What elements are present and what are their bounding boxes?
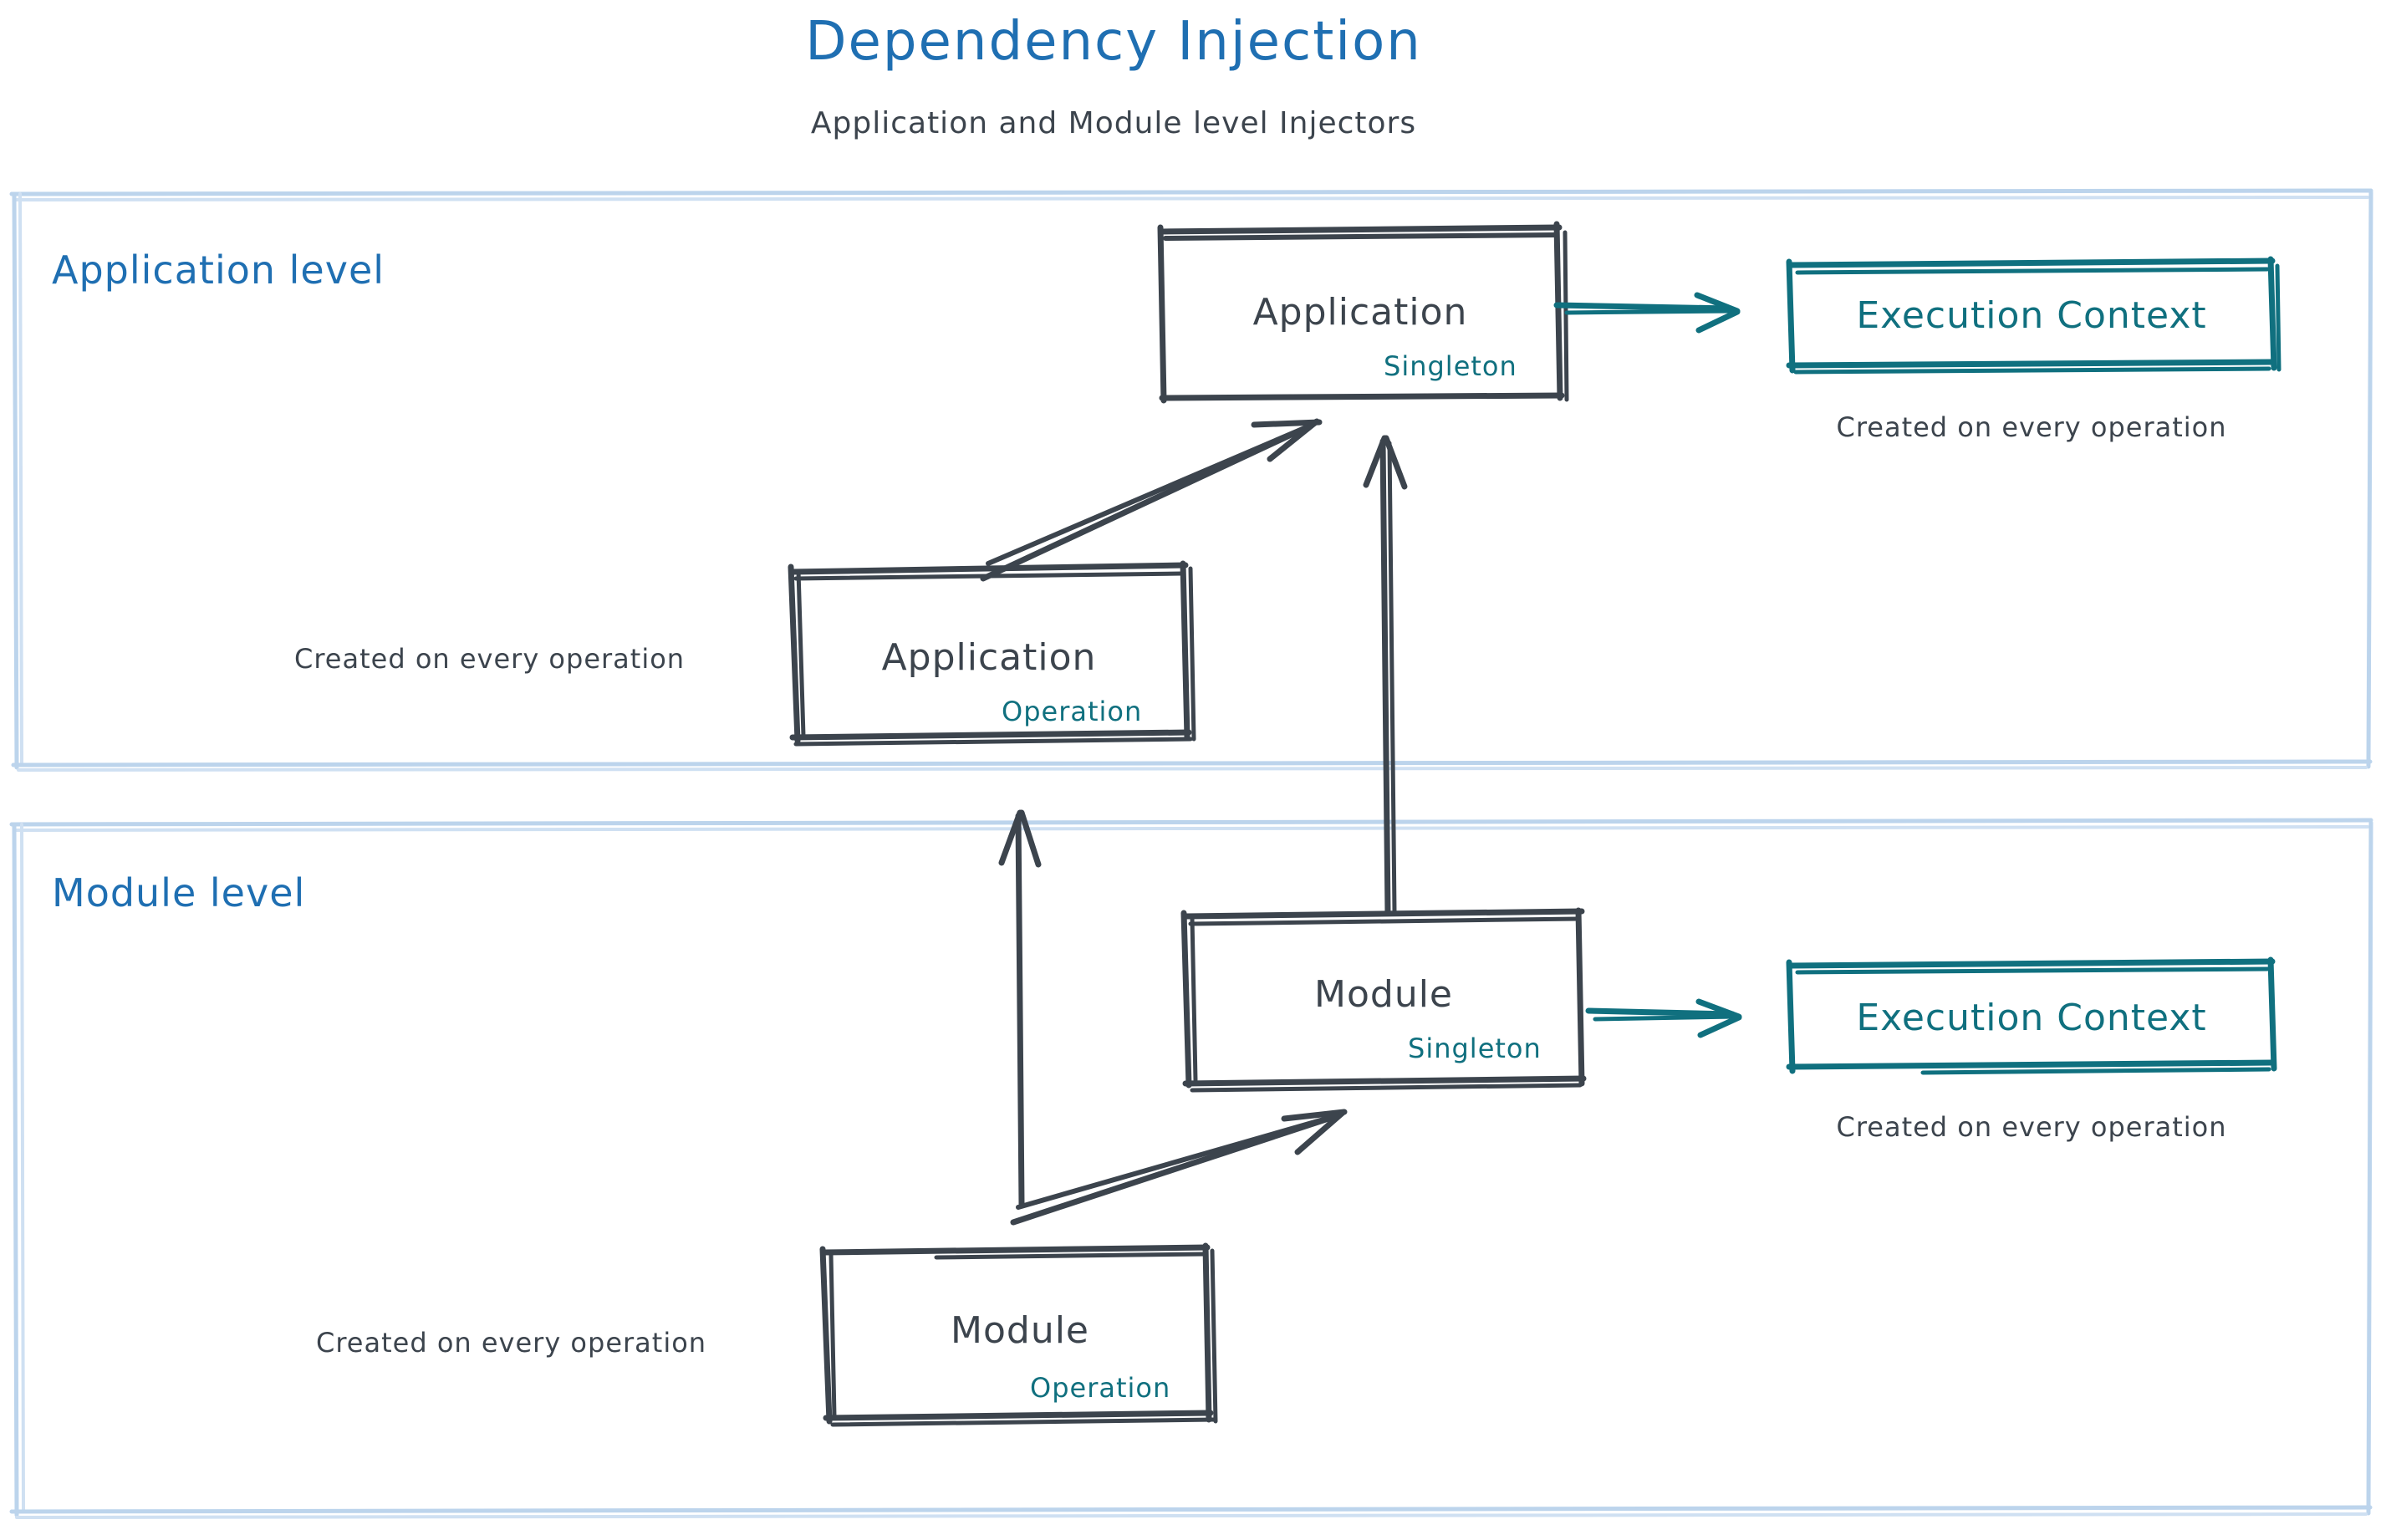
container-application-level <box>9 188 2373 772</box>
node-box-application-singleton[interactable] <box>1157 221 1569 404</box>
node-box-module-operation[interactable] <box>819 1242 1218 1427</box>
edge-module-operation-to-module-singleton <box>1010 1109 1348 1226</box>
node-scope-application-singleton: Singleton <box>1384 350 1517 382</box>
container-module-level <box>9 818 2373 1519</box>
node-label-module-singleton: Module <box>1314 973 1453 1016</box>
node-label-application-operation: Application <box>881 636 1097 679</box>
node-scope-application-operation: Operation <box>1002 696 1143 727</box>
edge-module-singleton-to-application-singleton <box>1363 435 1408 916</box>
note-module-operation: Created on every operation <box>316 1327 707 1359</box>
node-box-execution-context-module[interactable] <box>1786 956 2277 1075</box>
note-execution-context-module: Created on every operation <box>1836 1111 2227 1143</box>
note-application-operation: Created on every operation <box>294 643 686 675</box>
note-execution-context-application: Created on every operation <box>1836 411 2227 443</box>
node-label-execution-context-application: Execution Context <box>1856 294 2207 337</box>
node-label-module-operation: Module <box>951 1309 1089 1352</box>
node-scope-module-operation: Operation <box>1030 1372 1171 1404</box>
node-box-execution-context-application[interactable] <box>1786 256 2281 375</box>
edge-module-singleton-to-execution-context <box>1585 998 1742 1038</box>
page-subtitle: Application and Module level Injectors <box>810 106 1417 140</box>
page-title: Dependency Injection <box>805 11 1422 73</box>
node-box-module-singleton[interactable] <box>1180 907 1587 1093</box>
edge-application-singleton-to-execution-context <box>1553 292 1741 334</box>
section-label-module-level: Module level <box>52 870 306 915</box>
node-label-application-singleton: Application <box>1252 291 1468 334</box>
edge-application-operation-to-application-singleton <box>980 418 1323 582</box>
section-label-application-level: Application level <box>52 247 385 293</box>
edge-module-operation-to-application-operation <box>998 809 1042 1207</box>
node-scope-module-singleton: Singleton <box>1408 1033 1542 1064</box>
node-label-execution-context-module: Execution Context <box>1856 997 2207 1039</box>
